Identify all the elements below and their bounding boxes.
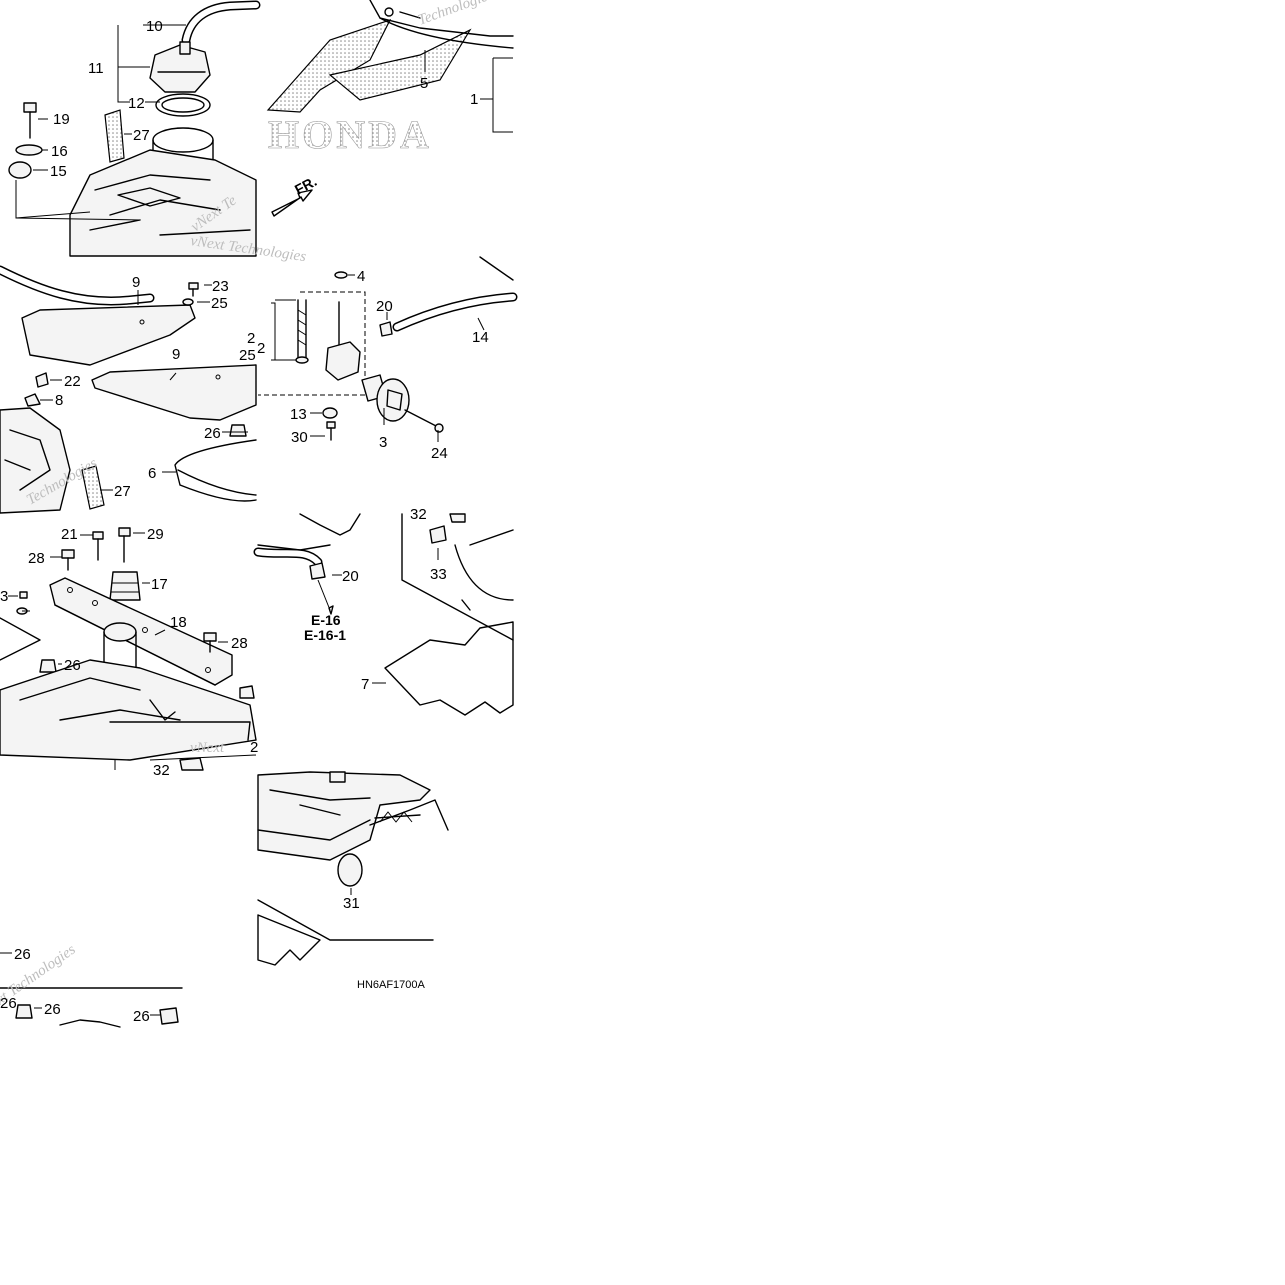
callout-label: 20 (376, 298, 393, 315)
callout-label: 28 (28, 550, 45, 567)
callout-label: 26 (0, 995, 17, 1012)
callout-label: 22 (64, 373, 81, 390)
callout-label: 5 (420, 75, 428, 92)
callout-label: 21 (61, 526, 78, 543)
callout-label: 32 (153, 762, 170, 779)
callout-label: 23 (212, 278, 229, 295)
callout-label: 14 (472, 329, 489, 346)
callout-label: 25 (211, 295, 228, 312)
callout-label: 30 (291, 429, 308, 446)
callout-label: 26 (14, 946, 31, 963)
callout-label: 2 (247, 330, 255, 347)
callout-label: 31 (343, 895, 360, 912)
tile-lower-parts (0, 952, 183, 1028)
reference-label-e16: E-16 (311, 612, 341, 628)
tile-emblem: HONDA FR. (266, 0, 514, 217)
callout-label: 26 (204, 425, 221, 442)
callout-label: 15 (50, 163, 67, 180)
direction-label: FR. (292, 173, 319, 198)
callout-label: 26 (44, 1001, 61, 1018)
callout-label: 9 (132, 274, 140, 291)
callout-label: 9 (172, 346, 180, 363)
tile-fuel-cap (8, 0, 261, 257)
callout-label: 18 (170, 614, 187, 631)
callout-label: 3 (379, 434, 387, 451)
callout-label: 8 (55, 392, 63, 409)
callout-label: 16 (51, 143, 68, 160)
callout-label: 13 (290, 406, 307, 423)
callout-label: 32 (410, 506, 427, 523)
reference-label-e16-1: E-16-1 (304, 627, 346, 643)
callout-label: 7 (361, 676, 369, 693)
callout-label: 19 (53, 111, 70, 128)
tile-under-plate (253, 513, 514, 716)
callout-label: 4 (357, 268, 365, 285)
callout-label: 11 (88, 60, 104, 77)
callout-label: 3 (0, 588, 8, 605)
callout-label: 12 (128, 95, 145, 112)
callout-label: 24 (431, 445, 448, 462)
tile-tank-bracket (0, 527, 257, 771)
tile-fuel-valve (258, 256, 518, 442)
callout-label: 27 (114, 483, 131, 500)
watermark-text: vNext (190, 740, 225, 756)
callout-label: 1 (470, 91, 478, 108)
tile-heat-guards (0, 265, 257, 514)
callout-label: 2 (257, 340, 265, 357)
callout-label: 6 (148, 465, 156, 482)
callout-label: 26 (64, 657, 81, 674)
callout-label: 25 (239, 347, 256, 364)
callout-label: 27 (133, 127, 150, 144)
callout-label: 26 (133, 1008, 150, 1025)
callout-label: 33 (430, 566, 447, 583)
callout-label: 17 (151, 576, 168, 593)
watermark-text: Technologies (416, 0, 495, 29)
logo-text: HONDA (268, 112, 432, 157)
callout-labels: 1 2 2 3 4 5 6 7 8 9 9 10 11 12 13 14 15 … (0, 18, 489, 1025)
callout-label: 2 (250, 739, 258, 756)
callout-label: 10 (146, 18, 163, 35)
callout-label: 20 (342, 568, 359, 585)
tile-tank-bottom (257, 771, 449, 966)
diagram-code: HN6AF1700A (357, 979, 426, 991)
callout-label: 29 (147, 526, 164, 543)
callout-label: 28 (231, 635, 248, 652)
